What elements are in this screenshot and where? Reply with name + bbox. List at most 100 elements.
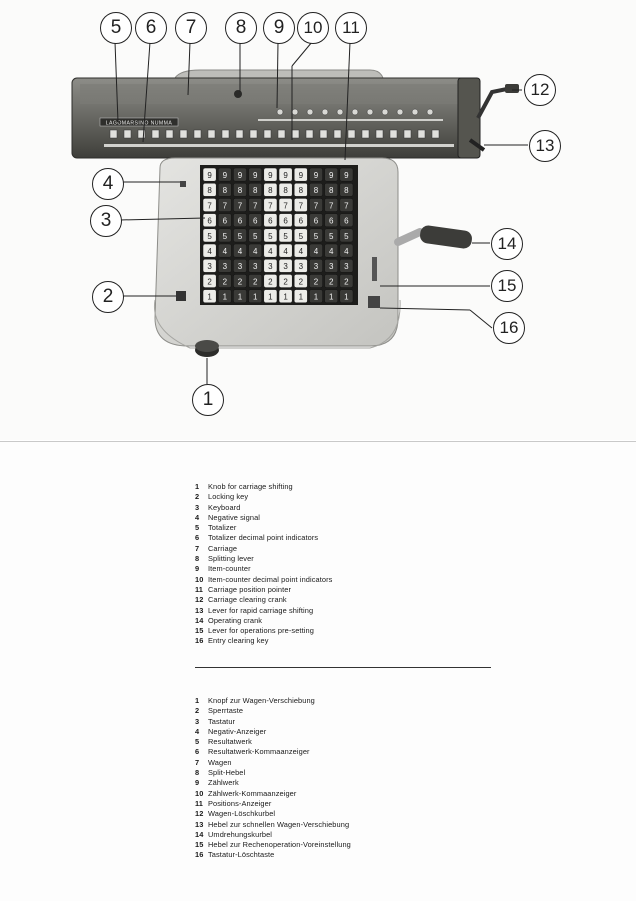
keyboard-key[interactable] [248, 182, 263, 197]
keyboard-key[interactable] [339, 289, 354, 304]
keyboard-key[interactable] [324, 274, 339, 288]
keyboard-key[interactable] [309, 213, 323, 228]
keyboard-key[interactable] [202, 243, 217, 258]
keyboard-key[interactable] [293, 243, 308, 258]
keyboard-key[interactable] [233, 289, 247, 304]
keyboard-key[interactable] [293, 167, 308, 182]
keyboard-key[interactable] [293, 258, 308, 273]
entry-clear-key[interactable] [368, 296, 380, 308]
keyboard-key[interactable] [339, 182, 354, 197]
keyboard-key[interactable] [293, 274, 308, 288]
keyboard-key[interactable] [248, 198, 263, 212]
keyboard-key[interactable] [217, 289, 232, 304]
keyboard-key[interactable] [248, 274, 263, 288]
keyboard-key[interactable] [202, 228, 217, 243]
keyboard-key[interactable] [248, 243, 263, 258]
keyboard-key[interactable] [324, 228, 339, 243]
keyboard-key[interactable] [233, 243, 247, 258]
keyboard-key[interactable] [233, 258, 247, 273]
keyboard-key[interactable] [248, 258, 263, 273]
keyboard-key[interactable] [233, 182, 247, 197]
keyboard-key[interactable] [309, 243, 323, 258]
keyboard-key[interactable] [309, 167, 323, 182]
keyboard-key[interactable] [248, 228, 263, 243]
legend-text: Carriage [208, 543, 238, 553]
keyboard-key[interactable] [263, 274, 278, 288]
keyboard-key[interactable] [263, 198, 278, 212]
keyboard-key[interactable] [217, 243, 232, 258]
keyboard-key[interactable] [339, 258, 354, 273]
preset-lever[interactable] [372, 257, 377, 281]
keyboard-key[interactable] [278, 243, 293, 258]
keyboard-key[interactable] [293, 228, 308, 243]
keyboard-key[interactable] [339, 213, 354, 228]
keyboard-key[interactable] [293, 289, 308, 304]
keyboard-key[interactable] [324, 258, 339, 273]
keyboard-key[interactable] [217, 274, 232, 288]
keyboard-key[interactable] [324, 182, 339, 197]
keyboard-key[interactable] [278, 274, 293, 288]
keyboard-key[interactable] [217, 198, 232, 212]
keyboard-key[interactable] [202, 213, 217, 228]
keyboard-key[interactable] [309, 258, 323, 273]
keyboard-key[interactable] [339, 243, 354, 258]
keyboard-key[interactable] [263, 167, 278, 182]
keyboard-key[interactable] [263, 289, 278, 304]
keyboard-key[interactable] [217, 182, 232, 197]
keyboard-key[interactable] [309, 289, 323, 304]
keyboard-key[interactable] [293, 182, 308, 197]
keyboard-key[interactable] [263, 213, 278, 228]
keyboard-key[interactable] [324, 198, 339, 212]
keyboard-key[interactable] [309, 182, 323, 197]
locking-key[interactable] [176, 291, 186, 301]
keyboard-key[interactable] [278, 228, 293, 243]
keyboard-key[interactable] [293, 198, 308, 212]
keyboard-key[interactable] [293, 213, 308, 228]
keyboard-key[interactable] [233, 198, 247, 212]
keyboard-key[interactable] [309, 228, 323, 243]
keyboard-key[interactable] [248, 289, 263, 304]
keyboard-key[interactable] [339, 274, 354, 288]
keyboard-key[interactable] [233, 167, 247, 182]
keyboard-key[interactable] [217, 167, 232, 182]
keyboard-key[interactable] [202, 167, 217, 182]
keyboard-key-label: 1 [268, 293, 273, 302]
keyboard-key[interactable] [202, 258, 217, 273]
keyboard-key[interactable] [263, 258, 278, 273]
callout-10: 10 [297, 12, 329, 44]
keyboard-key[interactable] [248, 167, 263, 182]
keyboard-key[interactable] [233, 213, 247, 228]
keyboard-key[interactable] [309, 198, 323, 212]
keyboard-key[interactable] [202, 182, 217, 197]
legend-text: Wagen-Löschkurbel [208, 809, 276, 819]
keyboard-key[interactable] [263, 243, 278, 258]
callout-6: 6 [135, 12, 167, 44]
keyboard-key[interactable] [248, 213, 263, 228]
keyboard-key[interactable] [263, 228, 278, 243]
keyboard-key[interactable] [278, 213, 293, 228]
keyboard-key[interactable] [324, 213, 339, 228]
keyboard-key[interactable] [202, 198, 217, 212]
keyboard-key[interactable] [324, 289, 339, 304]
keyboard-key[interactable] [278, 182, 293, 197]
keyboard-key[interactable] [309, 274, 323, 288]
operating-crank[interactable] [419, 224, 473, 249]
keyboard-key[interactable] [217, 213, 232, 228]
keyboard-key[interactable] [278, 167, 293, 182]
keyboard-key[interactable] [233, 228, 247, 243]
keyboard-key[interactable] [278, 258, 293, 273]
keyboard-key[interactable] [202, 274, 217, 288]
keyboard-key[interactable] [339, 167, 354, 182]
keyboard-key-label: 4 [223, 247, 228, 256]
keyboard-key[interactable] [233, 274, 247, 288]
keyboard-key[interactable] [202, 289, 217, 304]
keyboard-key[interactable] [278, 289, 293, 304]
keyboard-key[interactable] [217, 228, 232, 243]
keyboard-key[interactable] [263, 182, 278, 197]
keyboard-key[interactable] [217, 258, 232, 273]
keyboard-key[interactable] [324, 243, 339, 258]
keyboard-key[interactable] [324, 167, 339, 182]
keyboard-key[interactable] [339, 228, 354, 243]
keyboard-key[interactable] [339, 198, 354, 212]
keyboard-key[interactable] [278, 198, 293, 212]
